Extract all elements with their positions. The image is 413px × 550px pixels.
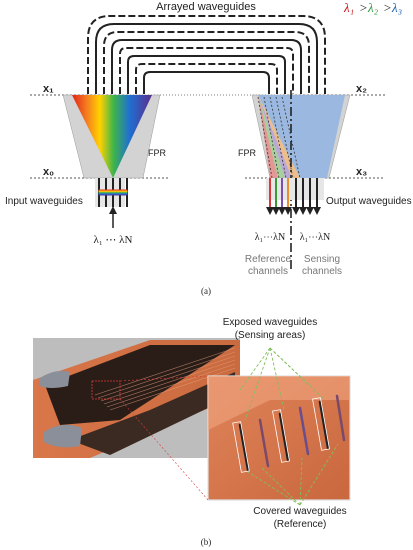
svg-text:>: > — [383, 0, 392, 15]
reference-lambda-range: λ₁⋯λN — [255, 232, 285, 243]
input-lambda-range: λ₁ ⋯ λN — [94, 234, 133, 246]
covered-waveguides-label: Covered waveguides — [253, 506, 346, 517]
lambda-order-legend: λ₁ > λ₂ > λ₃ — [343, 0, 402, 15]
panel-a: Arrayed waveguides λ₁ > λ₂ > λ₃ x₁ x₀ x₂… — [5, 0, 412, 296]
lambda-1-label: λ₁ — [343, 0, 354, 15]
input-waveguides-label: Input waveguides — [5, 196, 83, 207]
lambda-3-label: λ₃ — [391, 0, 402, 15]
sensing-channels-label-2: channels — [302, 266, 342, 277]
x2-label: x₂ — [356, 83, 367, 95]
caption-b: (b) — [201, 537, 212, 547]
left-fpr — [62, 94, 161, 179]
svg-text:>: > — [359, 0, 368, 15]
dispersion-fan — [72, 95, 152, 178]
right-fpr — [251, 90, 351, 270]
fpr-left-label: FPR — [148, 148, 167, 158]
sensing-channels-label-1: Sensing — [304, 254, 340, 265]
fpr-right-label: FPR — [238, 148, 257, 158]
lambda-2-label: λ₂ — [367, 0, 379, 15]
sensing-lambda-range: λ₁⋯λN — [300, 232, 330, 243]
reference-channels-label-1: Reference — [245, 254, 292, 265]
output-waveguides-label: Output waveguides — [326, 196, 412, 207]
covered-callout-lines — [247, 443, 339, 506]
output-waveguides — [266, 178, 324, 215]
exposed-waveguides-label: Exposed waveguides — [223, 317, 318, 328]
reference-label: (Reference) — [274, 519, 327, 530]
fiber-coupler-top — [40, 370, 70, 388]
x1-label: x₁ — [43, 83, 54, 95]
caption-a: (a) — [201, 286, 211, 296]
input-waveguides — [95, 178, 128, 228]
exposed-callout-lines — [239, 347, 324, 421]
x0-label: x₀ — [43, 166, 54, 178]
panel-b: Exposed waveguides (Sensing areas) Cover… — [33, 317, 351, 547]
fiber-coupler-bottom — [44, 424, 82, 448]
sensing-areas-label: (Sensing areas) — [235, 330, 306, 341]
title-arrayed-waveguides: Arrayed waveguides — [156, 1, 256, 13]
zoom-source-box — [91, 380, 121, 400]
arrayed-waveguides — [87, 15, 326, 94]
x3-label: x₃ — [356, 166, 367, 178]
reference-channels-label-2: channels — [248, 266, 288, 277]
zoom-inset — [207, 375, 351, 501]
